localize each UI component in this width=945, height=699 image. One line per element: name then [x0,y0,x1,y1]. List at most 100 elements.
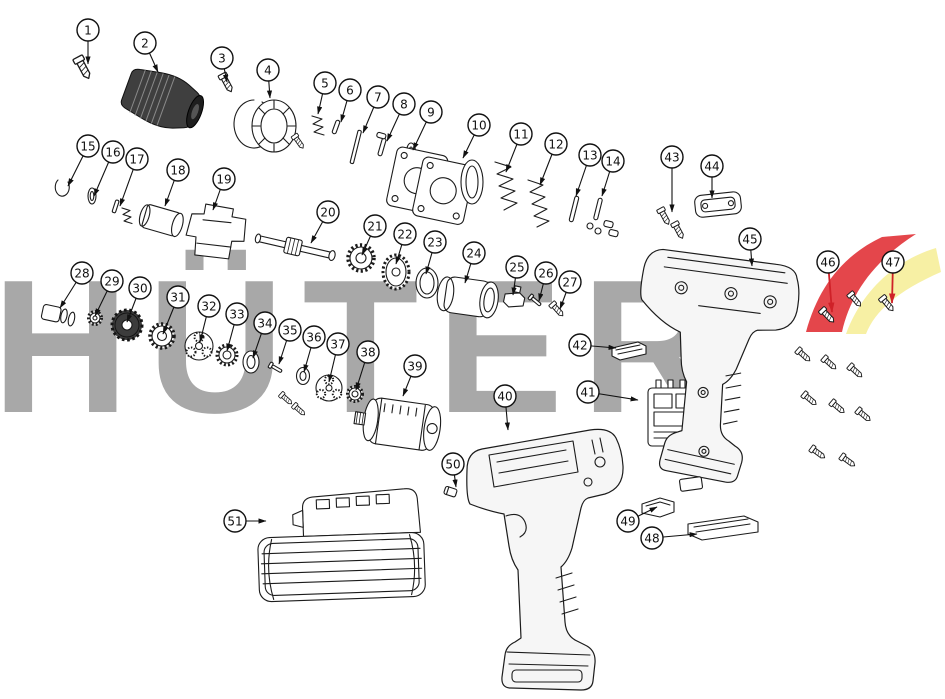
callout-45: 45 [738,227,762,251]
part-23-washer [415,267,439,299]
svg-text:20: 20 [320,205,335,219]
svg-text:6: 6 [346,83,354,97]
svg-text:45: 45 [742,232,757,246]
part-25-bracket [502,285,526,308]
svg-text:27: 27 [562,275,577,289]
svg-text:23: 23 [427,235,442,249]
callout-51: 51 [223,509,247,533]
callout-41: 41 [576,380,600,404]
part-screw-r3 [820,354,839,373]
svg-text:24: 24 [466,246,481,260]
part-19-gear-case [185,203,247,260]
callout-7: 7 [366,85,390,109]
svg-text:51: 51 [227,514,242,528]
part-35-pin [267,361,283,373]
part-13-pin [568,195,580,223]
part-44-top-plate [694,191,742,218]
callout-20: 20 [316,200,340,224]
svg-text:2: 2 [141,36,149,50]
callout-38: 38 [356,340,380,364]
svg-text:44: 44 [704,159,719,173]
part-40-drill-body-half [466,428,624,691]
svg-text:7: 7 [374,90,382,104]
part-18-spindle-sleeve [138,204,184,238]
part-21-gear [346,243,376,273]
svg-text:39: 39 [407,359,422,373]
part-43-screw-a [656,206,673,227]
svg-text:32: 32 [201,299,216,313]
svg-text:42: 42 [572,338,587,352]
callout-15: 15 [76,134,100,158]
svg-text:31: 31 [170,290,185,304]
part-24-clutch-cup [436,276,499,319]
callout-47: 47 [881,250,905,274]
part-48-base-plate [687,515,759,541]
callout-50: 50 [441,452,465,476]
callout-44: 44 [700,154,724,178]
callout-25: 25 [505,255,529,279]
svg-text:47: 47 [885,255,900,269]
svg-text:43: 43 [664,150,679,164]
callout-32: 32 [197,294,221,318]
part-29-gear-small [87,310,103,326]
part-11-spring [494,161,518,211]
callout-1: 1 [76,18,100,42]
part-screw-r7 [854,406,874,424]
part-8-pin [376,131,387,157]
part-screw-r6 [828,398,848,416]
part-33-gear [215,343,239,367]
svg-text:22: 22 [397,227,412,241]
svg-text:12: 12 [548,137,563,151]
callout-13: 13 [578,143,602,167]
part-screw-r9 [838,452,858,470]
callout-9: 9 [419,100,443,124]
callout-34: 34 [253,311,277,335]
callout-28: 28 [70,261,94,285]
callout-8: 8 [392,92,416,116]
callout-40: 40 [493,384,517,408]
svg-text:28: 28 [74,266,89,280]
part-38-gear-small [346,385,364,403]
svg-text:16: 16 [105,145,120,159]
part-screw-r4 [846,362,865,381]
svg-text:9: 9 [427,105,435,119]
part-27-screw [548,300,567,319]
decorative-corner-graphic [806,234,941,334]
part-31-gear [148,322,176,350]
part-45-housing-half [640,248,800,483]
svg-text:18: 18 [170,163,185,177]
svg-text:25: 25 [509,260,524,274]
part-51-battery-pack [257,488,426,603]
svg-text:37: 37 [330,337,345,351]
callout-49: 49 [616,509,640,533]
svg-text:29: 29 [104,274,119,288]
callout-19: 19 [212,167,236,191]
callout-6: 6 [338,78,362,102]
svg-text:8: 8 [400,97,408,111]
svg-text:14: 14 [605,154,620,168]
callout-21: 21 [363,214,387,238]
part-32-planet-carrier [184,331,214,361]
callout-11: 11 [509,122,533,146]
svg-text:13: 13 [582,148,597,162]
part-5-spring [311,115,325,136]
callout-10: 10 [467,113,491,137]
callout-27: 27 [558,270,582,294]
svg-text:11: 11 [513,127,528,141]
svg-text:19: 19 [216,172,231,186]
svg-text:30: 30 [132,281,147,295]
part-17-pin-spring [111,199,133,225]
part-screw-small-a [277,390,295,407]
svg-text:15: 15 [80,139,95,153]
callout-29: 29 [100,269,124,293]
part-3-screw [217,71,236,95]
callout-39: 39 [403,354,427,378]
svg-text:34: 34 [257,316,272,330]
svg-text:41: 41 [580,385,595,399]
part-50-small-part [443,485,458,498]
callout-35: 35 [278,318,302,342]
part-2-chuck [120,68,205,129]
callout-23: 23 [423,230,447,254]
